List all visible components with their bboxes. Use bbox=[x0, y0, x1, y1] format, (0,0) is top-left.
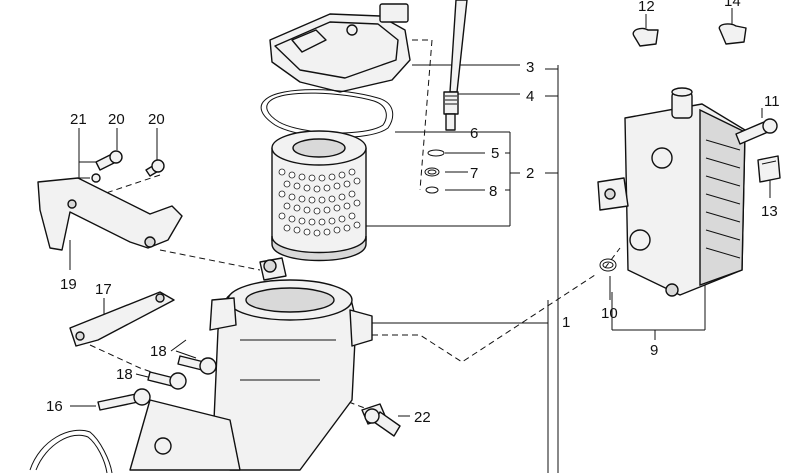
callout-22: 22 bbox=[414, 409, 431, 426]
bracket-17 bbox=[69, 291, 175, 347]
callout-8: 8 bbox=[489, 183, 497, 200]
callout-13: 13 bbox=[761, 203, 778, 220]
callout-16: 16 bbox=[46, 398, 63, 415]
bolt-16 bbox=[97, 388, 151, 411]
callout-17: 17 bbox=[95, 281, 112, 298]
callout-20-left: 20 bbox=[108, 111, 125, 128]
cover-seal-ring bbox=[260, 89, 394, 138]
callout-2: 2 bbox=[526, 165, 534, 182]
leader-lines bbox=[69, 8, 771, 473]
filter-housing bbox=[129, 257, 373, 471]
callout-9: 9 bbox=[650, 342, 658, 359]
callout-3: 3 bbox=[526, 59, 534, 76]
sensor-22 bbox=[361, 403, 401, 437]
callout-1: 1 bbox=[562, 314, 570, 331]
callout-18-upper: 18 bbox=[150, 343, 167, 360]
callout-14: 14 bbox=[724, 0, 741, 10]
bracket-19 bbox=[37, 177, 183, 251]
callout-5: 5 bbox=[491, 145, 499, 162]
filter-cover bbox=[269, 3, 411, 93]
bolts-20-21 bbox=[91, 150, 165, 183]
clip-12 bbox=[632, 27, 659, 47]
housing-gasket bbox=[29, 429, 113, 473]
callout-10: 10 bbox=[601, 305, 618, 322]
clip-13 bbox=[757, 155, 781, 183]
callout-18-lower: 18 bbox=[116, 366, 133, 383]
callout-12: 12 bbox=[638, 0, 655, 15]
callout-7: 7 bbox=[470, 165, 478, 182]
o-rings bbox=[424, 149, 445, 194]
o-ring-10 bbox=[599, 258, 617, 272]
callout-19: 19 bbox=[60, 276, 77, 293]
dipstick bbox=[443, 0, 468, 131]
callout-6: 6 bbox=[470, 125, 478, 142]
callout-11: 11 bbox=[764, 93, 780, 110]
assembly-dash-lines bbox=[79, 39, 621, 411]
bolt-11 bbox=[735, 118, 778, 145]
clip-14 bbox=[718, 23, 747, 45]
filter-element bbox=[271, 130, 367, 262]
callout-4: 4 bbox=[526, 88, 534, 105]
oil-cooler bbox=[597, 87, 746, 297]
callout-21: 21 bbox=[70, 111, 87, 128]
callout-20-right: 20 bbox=[148, 111, 165, 128]
bolts-18 bbox=[147, 355, 217, 390]
callout-labels: 1 2 3 4 5 6 7 8 9 10 11 12 13 14 16 17 1… bbox=[46, 0, 780, 426]
